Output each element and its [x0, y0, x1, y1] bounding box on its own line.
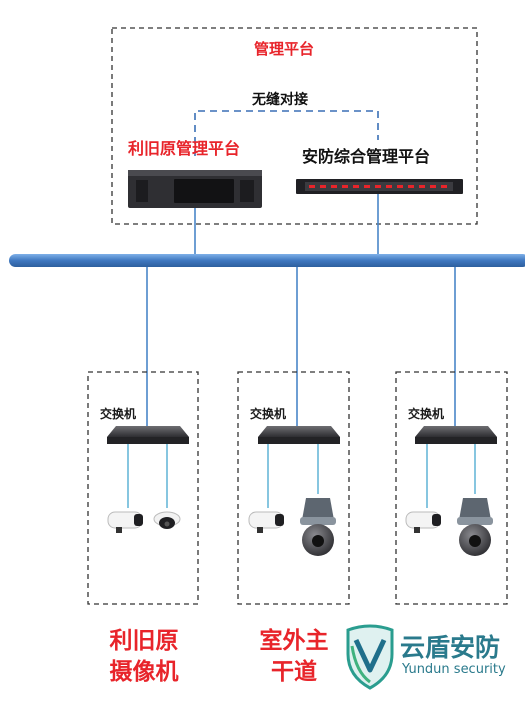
- nvr-device: [128, 170, 262, 208]
- legacy-platform-label: 利旧原管理平台: [128, 139, 241, 158]
- caption-line: 利旧原: [109, 628, 179, 654]
- bullet-camera-icon: [248, 511, 284, 533]
- seamless-connector-label: 无缝对接: [252, 92, 308, 108]
- switch-label: 交换机: [408, 407, 445, 421]
- ptz-dome-camera-icon: [457, 498, 493, 556]
- switch-1: [107, 426, 189, 444]
- yundun-shield-logo: [346, 624, 394, 690]
- switch-label: 交换机: [100, 407, 137, 421]
- platform-group-border: [111, 27, 478, 225]
- mini-dome-camera-icon: [153, 511, 181, 529]
- switch-2: [258, 426, 340, 444]
- rack-server-device: [296, 179, 463, 194]
- caption-line: 干道: [271, 659, 317, 685]
- security-platform-label: 安防综合管理平台: [302, 147, 431, 166]
- group-3-border: [395, 371, 508, 605]
- watermark-title: 云盾安防: [400, 633, 501, 662]
- watermark-subtitle: Yundun security: [402, 662, 506, 677]
- group-1-caption: 利旧原 摄像机: [92, 626, 196, 688]
- ptz-dome-camera-icon: [300, 498, 336, 556]
- management-platform-title: 管理平台: [254, 40, 315, 58]
- group-1-border: [87, 371, 199, 605]
- group-2-border: [237, 371, 350, 605]
- group-2-caption: 室外主 干道: [242, 626, 346, 688]
- seamless-connector-line: [194, 110, 379, 156]
- switch-3: [415, 426, 497, 444]
- switch-label: 交换机: [250, 407, 287, 421]
- bullet-camera-icon: [405, 511, 441, 533]
- bullet-camera-icon: [107, 511, 143, 533]
- caption-line: 室外主: [259, 628, 329, 654]
- caption-line: 摄像机: [109, 659, 179, 685]
- network-bus: [9, 254, 525, 267]
